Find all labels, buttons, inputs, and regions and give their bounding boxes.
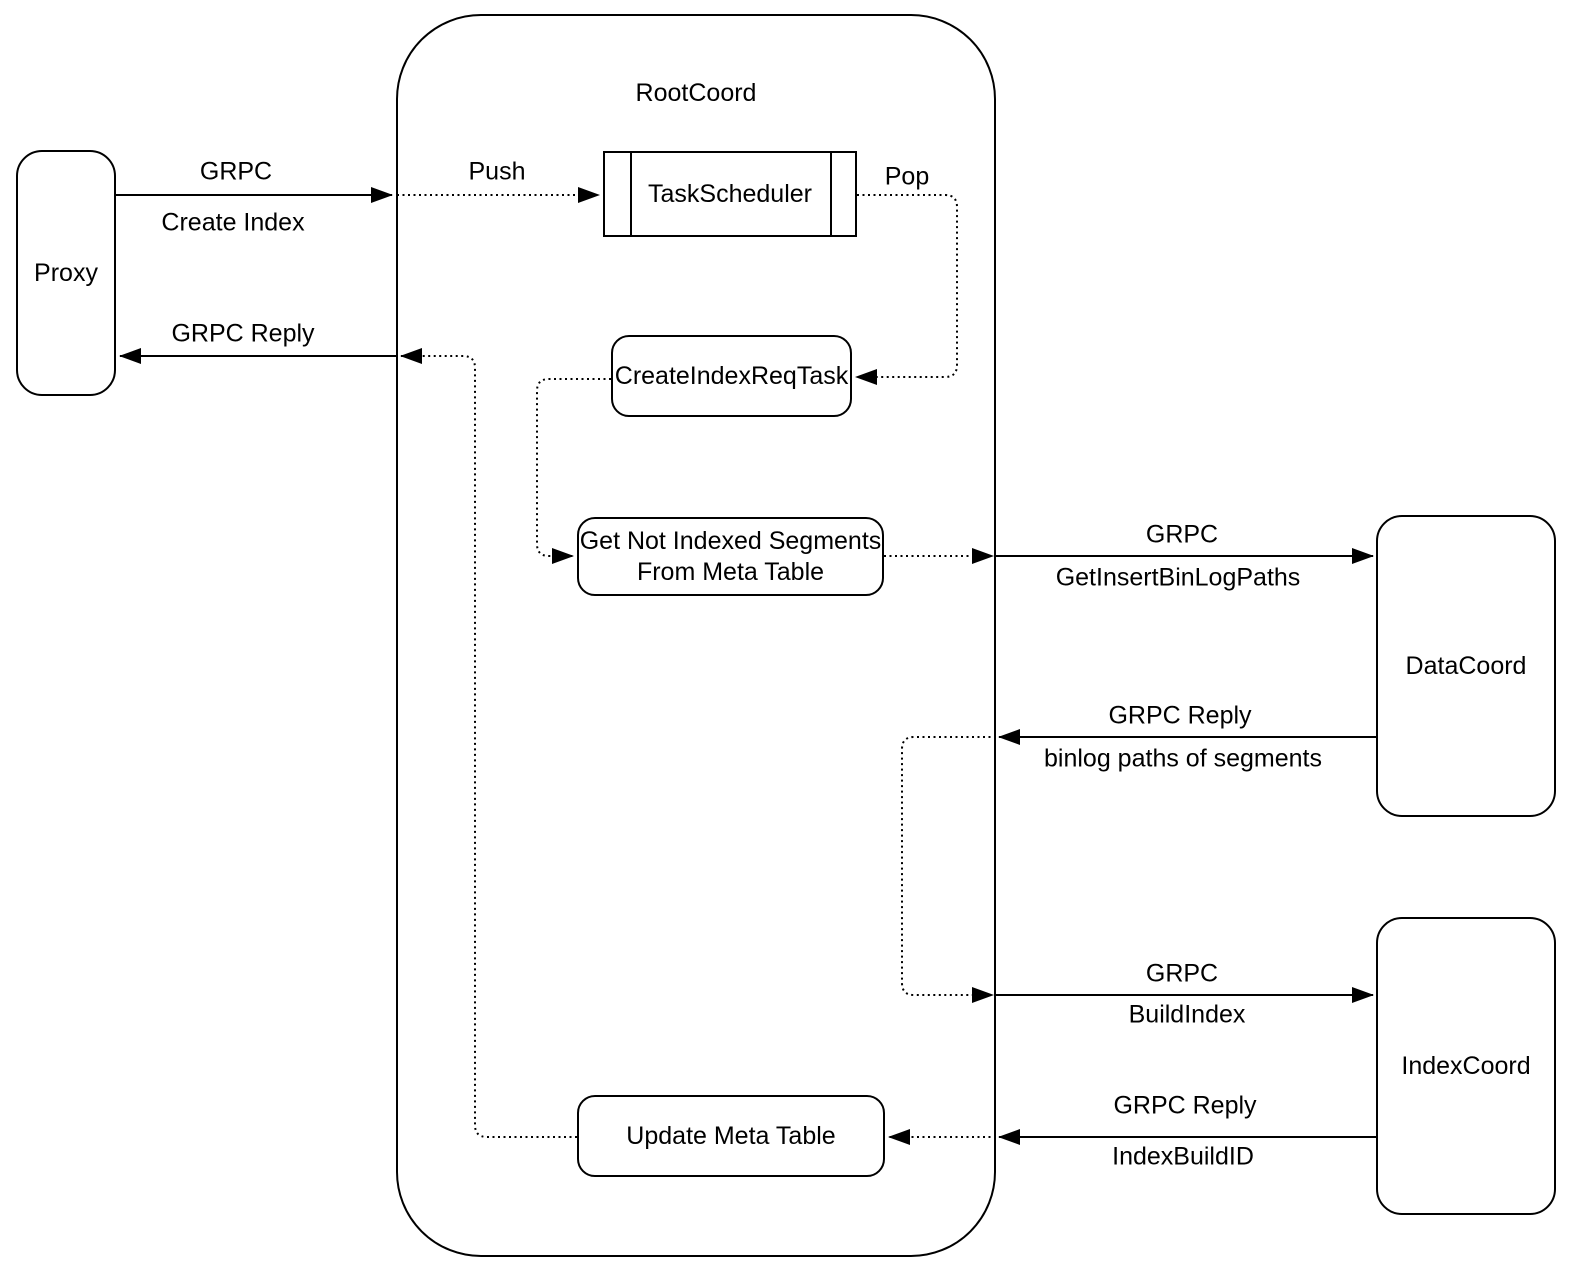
createindexreqtask-node: CreateIndexReqTask: [611, 335, 852, 417]
get-not-indexed-segments-label: Get Not Indexed Segments From Meta Table: [580, 526, 882, 588]
edge-createindexreqtask-to-getnotindexed: [536, 378, 611, 564]
indexcoord-label: IndexCoord: [1401, 1051, 1531, 1080]
label-indexbuildid-protocol: GRPC Reply: [1113, 1091, 1257, 1120]
label-getinsertbinlogpaths-protocol: GRPC: [1145, 520, 1219, 549]
queue-divider-right: [830, 153, 832, 235]
rootcoord-label: RootCoord: [635, 79, 757, 107]
label-binlog-reply-method: binlog paths of segments: [1044, 744, 1322, 773]
proxy-node: Proxy: [16, 150, 116, 396]
taskscheduler-label: TaskScheduler: [648, 179, 812, 208]
update-meta-table-label: Update Meta Table: [626, 1121, 836, 1150]
edge-binlog-to-buildindex: [901, 736, 996, 1003]
label-buildindex-method: BuildIndex: [1128, 1000, 1246, 1029]
edge-pop: [855, 194, 958, 385]
get-not-indexed-segments-node: Get Not Indexed Segments From Meta Table: [577, 517, 884, 596]
label-push: Push: [468, 157, 526, 186]
label-grpc-create-protocol: GRPC: [199, 157, 273, 186]
label-pop: Pop: [884, 162, 930, 191]
taskscheduler-node: TaskScheduler: [603, 151, 857, 237]
get-not-indexed-line2: From Meta Table: [636, 557, 825, 586]
label-grpc-reply-proxy: GRPC Reply: [171, 319, 315, 348]
datacoord-node: DataCoord: [1376, 515, 1556, 817]
edge-updatemeta-to-boundary: [400, 348, 577, 1138]
queue-divider-left: [630, 153, 632, 235]
label-grpc-create-method: Create Index: [161, 208, 305, 237]
proxy-label: Proxy: [34, 258, 98, 287]
indexcoord-node: IndexCoord: [1376, 917, 1556, 1215]
update-meta-table-node: Update Meta Table: [577, 1095, 885, 1177]
get-not-indexed-line1: Get Not Indexed Segments: [579, 526, 882, 555]
label-binlog-reply-protocol: GRPC Reply: [1108, 701, 1252, 730]
datacoord-label: DataCoord: [1405, 651, 1527, 680]
createindexreqtask-label: CreateIndexReqTask: [614, 361, 849, 390]
label-indexbuildid-method: IndexBuildID: [1112, 1142, 1254, 1171]
label-getinsertbinlogpaths-method: GetInsertBinLogPaths: [1055, 563, 1301, 592]
label-buildindex-protocol: GRPC: [1145, 959, 1219, 988]
